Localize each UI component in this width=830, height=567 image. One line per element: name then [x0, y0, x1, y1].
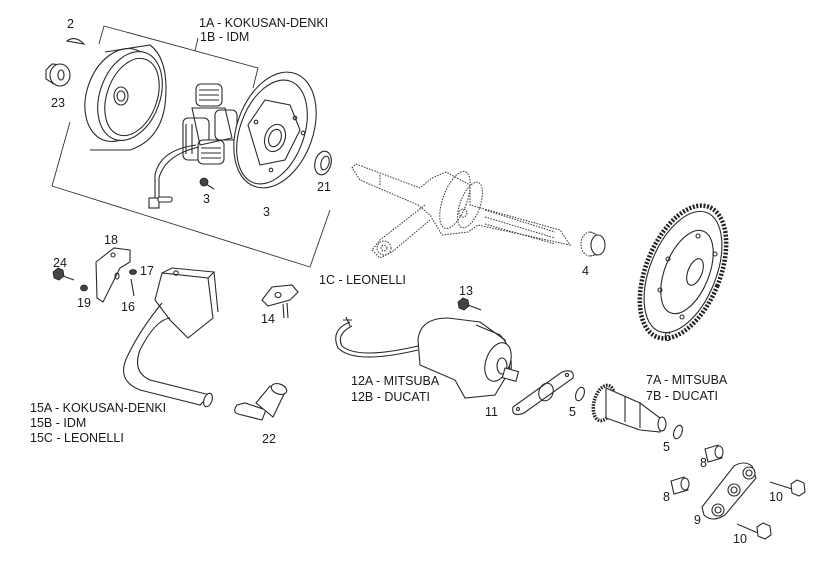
part-number-17: 17: [140, 264, 154, 278]
label-1C: 1C - LEONELLI: [319, 273, 406, 287]
starter-ring-gear: [637, 203, 729, 341]
bush-b: [670, 476, 690, 495]
crankshaft: [351, 163, 572, 259]
label-1A: 1A - KOKUSAN-DENKI: [199, 16, 329, 30]
label-15A: 15A - KOKUSAN-DENKI: [30, 401, 167, 415]
part-number-10a: 10: [769, 490, 783, 504]
part-number-3-screw: 3: [203, 192, 210, 206]
part-number-22: 22: [262, 432, 276, 446]
label-1B: 1B - IDM: [200, 30, 250, 44]
part-number-16: 16: [121, 300, 135, 314]
ignition-coil: [123, 267, 219, 408]
starter-motor: [335, 316, 520, 399]
starter-gasket: [512, 370, 574, 416]
washer-17: [129, 269, 137, 275]
part-number-24: 24: [53, 256, 67, 270]
spark-plug-cap: [234, 383, 288, 421]
woodruff-key: [65, 38, 86, 45]
oil-seal: [314, 150, 332, 176]
stator: [148, 83, 238, 209]
part-number-8b: 8: [663, 490, 670, 504]
flywheel-nut: [45, 63, 71, 87]
group-1-bracket: [51, 25, 331, 268]
starter-bendix: [591, 383, 667, 433]
screw-16: [130, 278, 135, 297]
part-number-11: 11: [485, 405, 498, 419]
bush-a: [704, 444, 724, 463]
part-number-5b: 5: [663, 440, 670, 454]
washer-19: [80, 284, 88, 292]
label-12A: 12A - MITSUBA: [351, 374, 440, 388]
part-number-13: 13: [459, 284, 473, 298]
part-number-23: 23: [51, 96, 65, 110]
part-number-9: 9: [694, 513, 701, 527]
o-ring-a: [574, 386, 586, 402]
label-7B: 7B - DUCATI: [646, 389, 718, 403]
part-number-6: 6: [664, 330, 671, 344]
part-number-5a: 5: [569, 405, 576, 419]
cable-clip: [261, 284, 299, 319]
support-bolt-a: [769, 479, 806, 497]
part-number-3-plate: 3: [263, 205, 270, 219]
part-number-21: 21: [317, 180, 331, 194]
needle-bearing: [580, 231, 606, 257]
part-number-8a: 8: [700, 456, 707, 470]
label-15C: 15C - LEONELLI: [30, 431, 124, 445]
stator-screw: [199, 177, 215, 190]
bracket-bolt: [52, 267, 75, 281]
label-15B: 15B - IDM: [30, 416, 87, 430]
starter-bolt: [457, 297, 482, 311]
part-number-18: 18: [104, 233, 118, 247]
label-7A: 7A - MITSUBA: [646, 373, 728, 387]
o-ring-b: [672, 424, 684, 440]
label-12B: 12B - DUCATI: [351, 390, 430, 404]
flywheel: [84, 44, 167, 151]
part-number-2: 2: [67, 17, 74, 31]
support-bolt-b: [736, 522, 772, 540]
coil-bracket: [95, 247, 131, 303]
starter-support: [701, 462, 757, 520]
part-number-19: 19: [77, 296, 91, 310]
part-number-14: 14: [261, 312, 275, 326]
stator-plate: [233, 71, 317, 189]
part-number-4: 4: [582, 264, 589, 278]
part-number-10b: 10: [733, 532, 747, 546]
